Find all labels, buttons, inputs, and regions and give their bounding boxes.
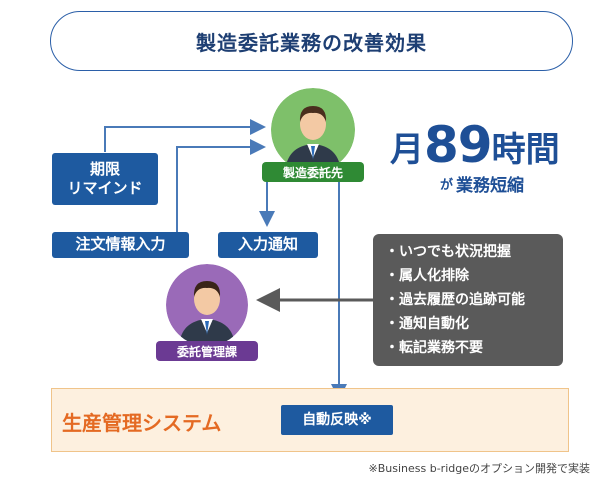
benefits-panel: ・いつでも状況把握 ・属人化排除 ・過去履歴の追跡可能 ・通知自動化 ・転記業務…: [373, 234, 563, 366]
benefit-item: ・属人化排除: [385, 268, 469, 284]
manager-label: 委託管理課: [156, 341, 258, 361]
footnote: ※Business b-ridgeのオプション開発で実装: [368, 462, 590, 475]
contractor-label: 製造委託先: [262, 162, 364, 182]
person-icon: [166, 264, 248, 346]
savings-particle: が: [440, 177, 454, 193]
arrow-order-to-contractor: [176, 139, 266, 232]
auto-reflect-box: 自動反映※: [281, 405, 393, 435]
order-info-box: 注文情報入力: [52, 232, 189, 258]
input-notice-box: 入力通知: [218, 232, 318, 258]
contractor-avatar: [271, 88, 355, 172]
savings-caption: が 業務短縮: [440, 168, 580, 198]
benefit-item: ・過去履歴の追跡可能: [385, 292, 525, 308]
arrow-reminder-to-contractor: [104, 119, 266, 152]
person-icon: [271, 88, 355, 172]
savings-number: 89: [424, 116, 493, 174]
benefit-item: ・転記業務不要: [385, 340, 483, 356]
savings-figure: 月 89 時間: [390, 110, 590, 170]
savings-text: 業務短縮: [456, 175, 525, 196]
savings-suffix: 時間: [491, 130, 560, 170]
manager-avatar: [166, 264, 248, 346]
benefit-item: ・通知自動化: [385, 316, 469, 332]
system-label: 生産管理システム: [62, 410, 222, 435]
reminder-box: 期限 リマインド: [52, 153, 158, 205]
savings-prefix: 月: [390, 130, 424, 170]
benefit-item: ・いつでも状況把握: [385, 244, 511, 260]
diagram-title: 製造委託業務の改善効果: [50, 11, 573, 71]
